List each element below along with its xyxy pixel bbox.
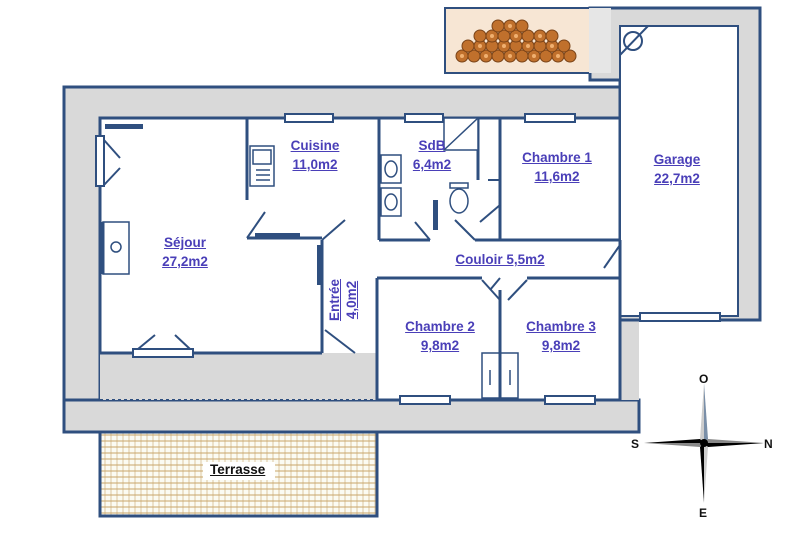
room-label-cuisine: Cuisine 11,0m2 <box>280 136 350 174</box>
room-name: Chambre 3 <box>526 319 596 334</box>
room-name: Chambre 1 <box>522 150 592 165</box>
room-name: Garage <box>653 152 701 167</box>
room-name: Entrée <box>327 278 342 322</box>
room-label-garage: Garage 22,7m2 <box>642 150 712 188</box>
woodpile <box>444 7 611 74</box>
room-name: Séjour <box>163 235 206 250</box>
room-area: 27,2m2 <box>162 254 208 269</box>
room-name: Cuisine <box>290 138 340 153</box>
room-name: Chambre 2 <box>405 319 475 334</box>
room-area: 9,8m2 <box>541 338 581 353</box>
terrace-label: Terrasse <box>210 462 266 477</box>
room-name: Couloir 5,5m2 <box>455 252 545 267</box>
wardrobe <box>481 352 519 399</box>
room-label-sdb: SdB 6,4m2 <box>402 136 462 174</box>
room-label-chambre2: Chambre 2 9,8m2 <box>394 317 486 355</box>
radiators <box>105 124 438 285</box>
room-area: 11,0m2 <box>292 157 338 172</box>
room-area: 6,4m2 <box>412 157 452 172</box>
room-name: SdB <box>418 138 446 153</box>
interior-walls <box>100 118 622 400</box>
room-area: 4,0m2 <box>344 280 359 320</box>
room-area: 9,8m2 <box>420 338 460 353</box>
garage-walls <box>588 6 762 322</box>
room-label-chambre3: Chambre 3 9,8m2 <box>515 317 607 355</box>
room-label-entree: Entrée 4,0m2 <box>326 270 362 330</box>
room-label-sejour: Séjour 27,2m2 <box>150 233 220 271</box>
room-label-couloir: Couloir 5,5m2 <box>445 250 555 269</box>
compass-rose <box>644 383 764 503</box>
room-area: 11,6m2 <box>534 169 580 184</box>
compass-west: O <box>699 372 709 386</box>
windows <box>95 113 721 405</box>
door-swings <box>103 139 621 354</box>
compass-north: N <box>764 437 773 451</box>
bathroom-fixtures <box>380 117 479 217</box>
room-label-chambre1: Chambre 1 11,6m2 <box>512 148 602 186</box>
log-stack <box>455 19 577 63</box>
kitchen-sink <box>249 145 275 187</box>
terrace <box>98 430 379 518</box>
fireplace <box>101 221 130 275</box>
compass-east: E <box>699 506 708 520</box>
room-area: 22,7m2 <box>654 171 700 186</box>
compass-south: S <box>631 437 640 451</box>
